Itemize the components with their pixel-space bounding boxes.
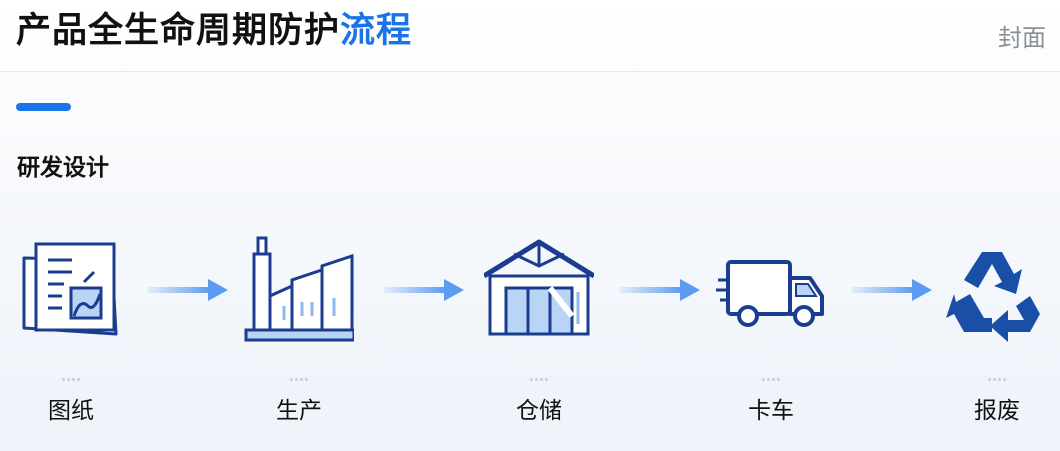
header: 产品全生命周期防护流程 封面 (0, 0, 1060, 71)
step-label: 图纸 (48, 398, 94, 424)
factory-icon (244, 236, 354, 346)
step-indicator (716, 366, 826, 381)
arrow-right-icon (384, 279, 464, 301)
recycle-icon (942, 236, 1052, 346)
step-label: 生产 (276, 398, 322, 424)
truck-icon (716, 236, 826, 346)
step-indicator (484, 366, 594, 381)
step-indicator (942, 366, 1052, 381)
cover-link[interactable]: 封面 (998, 24, 1046, 52)
accent-bar (16, 103, 71, 111)
header-divider (0, 71, 1060, 72)
arrow-right-icon (620, 279, 700, 301)
step-label: 仓储 (516, 398, 562, 424)
title-accent: 流程 (340, 11, 413, 51)
step-indicator (16, 366, 126, 381)
title-main: 产品全生命周期防护 (16, 11, 341, 51)
drawing-icon (16, 236, 126, 346)
arrow-right-icon (148, 279, 228, 301)
page-title: 产品全生命周期防护流程 (16, 2, 412, 53)
step-indicator (244, 366, 354, 381)
step-label: 报废 (974, 398, 1020, 424)
arrow-right-icon (852, 279, 932, 301)
step-label: 卡车 (748, 398, 794, 424)
section-title: 研发设计 (17, 155, 109, 181)
warehouse-icon (484, 236, 594, 346)
